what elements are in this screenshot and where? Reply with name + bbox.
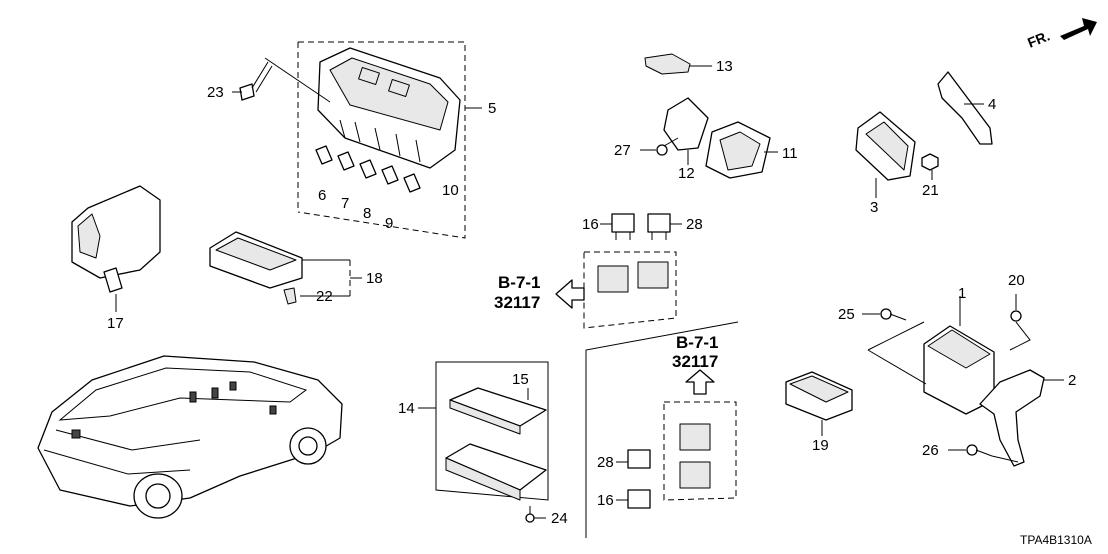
callout-23: 23 xyxy=(207,84,224,101)
callout-8: 8 xyxy=(363,205,371,222)
part-17-module xyxy=(71,185,161,293)
bolt-27-part xyxy=(656,137,679,156)
part-19-module xyxy=(785,371,853,421)
bolt-25-part xyxy=(880,308,907,321)
callout-11: 11 xyxy=(782,145,798,162)
callout-21: 21 xyxy=(922,182,939,199)
callout-2: 2 xyxy=(1068,372,1076,389)
ref-lower-arrow-icon xyxy=(685,369,715,395)
callout-22: 22 xyxy=(316,288,333,305)
relay-sockets-upper xyxy=(597,261,669,293)
front-direction-indicator: FR. xyxy=(1025,18,1097,51)
callout-28-lower: 28 xyxy=(597,454,614,471)
part-18-module xyxy=(209,231,303,289)
group-5-dashed-bracket xyxy=(297,41,466,239)
diagram-code: TPA4B1310A xyxy=(1020,533,1092,547)
callout-7: 7 xyxy=(341,195,349,212)
part-15-cover xyxy=(449,387,547,435)
reference-link-upper[interactable]: B-7-1 32117 xyxy=(494,273,541,312)
nut-20-part xyxy=(1010,310,1022,322)
part-4-bracket xyxy=(937,71,993,145)
part-12-bracket xyxy=(663,97,709,151)
callout-18: 18 xyxy=(366,270,383,287)
lower-relay-dashed-box xyxy=(663,401,737,501)
vehicle-illustration xyxy=(37,355,343,519)
bolt-23-part xyxy=(239,61,273,101)
relay-28-upper xyxy=(647,213,671,240)
front-arrow-icon xyxy=(1060,18,1097,40)
nut-21-part xyxy=(921,153,939,171)
callout-3: 3 xyxy=(870,199,878,216)
part-13 xyxy=(644,53,691,75)
callout-16-upper: 16 xyxy=(582,216,599,233)
part-14-module xyxy=(445,443,547,501)
relay-sockets-lower xyxy=(679,423,711,489)
callout-17: 17 xyxy=(107,315,124,332)
front-label: FR. xyxy=(1025,27,1052,50)
relay-16-upper xyxy=(611,213,635,240)
upper-relay-dashed-box xyxy=(583,251,677,329)
callout-19: 19 xyxy=(812,437,829,454)
ref-upper-code[interactable]: B-7-1 xyxy=(498,273,541,292)
part-3-module xyxy=(855,111,916,181)
callout-1: 1 xyxy=(958,285,966,302)
callout-13: 13 xyxy=(716,58,733,75)
callout-6: 6 xyxy=(318,187,326,204)
part-22-clip xyxy=(283,287,297,305)
callout-25: 25 xyxy=(838,306,855,323)
callout-10: 10 xyxy=(442,182,459,199)
callout-12: 12 xyxy=(678,165,695,182)
relay-16-lower xyxy=(627,489,651,509)
callout-27: 27 xyxy=(614,142,631,159)
callout-14: 14 xyxy=(398,400,415,417)
ref-lower-code[interactable]: B-7-1 xyxy=(676,333,719,352)
callout-5: 5 xyxy=(488,100,496,117)
callout-15: 15 xyxy=(512,371,529,388)
fuse-box-part xyxy=(317,47,461,169)
callout-24: 24 xyxy=(551,510,568,527)
callout-28-upper: 28 xyxy=(686,216,703,233)
callout-4: 4 xyxy=(988,96,996,113)
ref-upper-number[interactable]: 32117 xyxy=(494,293,540,312)
ref-upper-arrow-icon xyxy=(555,279,585,309)
part-2-bracket xyxy=(979,369,1045,467)
ref-lower-number[interactable]: 32117 xyxy=(672,352,718,371)
callout-26: 26 xyxy=(922,442,939,459)
bolt-26-part xyxy=(966,444,993,457)
mini-relays xyxy=(315,145,421,193)
callout-16-lower: 16 xyxy=(597,492,614,509)
callout-9: 9 xyxy=(385,215,393,232)
part-11-switch xyxy=(705,121,771,179)
callout-20: 20 xyxy=(1008,272,1025,289)
screw-24-part xyxy=(525,506,535,523)
divider-line xyxy=(585,321,739,538)
relay-28-lower xyxy=(627,449,651,469)
reference-link-lower[interactable]: B-7-1 32117 xyxy=(672,333,719,371)
group-14-bracket xyxy=(435,361,549,501)
